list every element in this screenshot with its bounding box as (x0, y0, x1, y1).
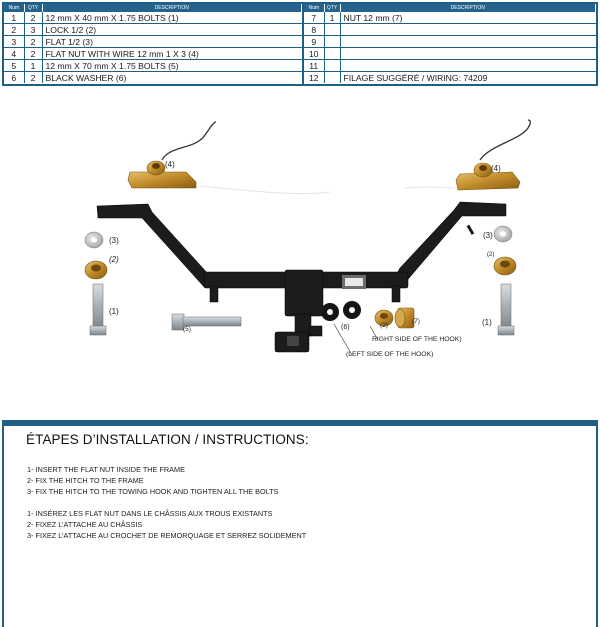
table-row: 12 FILAGE SUGGÉRÉ / WIRING: 74209 (304, 71, 596, 83)
label-bolt-left: (1) (109, 307, 119, 316)
label-bolt-right: (1) (482, 318, 492, 327)
qty-cell (324, 23, 341, 36)
flat-nut-right (455, 162, 521, 191)
num-cell: 10 (304, 47, 325, 60)
qty-cell (324, 47, 341, 60)
hitch-illustration (84, 119, 531, 356)
num-cell: 9 (304, 35, 325, 48)
table-header-row: Num QTY DESCRIPTION (4, 4, 302, 12)
flat-nut-left (127, 160, 197, 189)
num-cell: 5 (4, 59, 25, 72)
header-description: DESCRIPTION (42, 4, 302, 12)
label-flat-nut-right: (4) (491, 164, 501, 173)
header-qty: QTY (324, 4, 341, 12)
qty-cell: 2 (24, 47, 43, 60)
description-cell: 12 mm X 70 mm X 1.75 BOLTS (5) (42, 59, 302, 72)
description-cell: FLAT 1/2 (3) (42, 35, 302, 48)
table-header-row: Num QTY DESCRIPTION (304, 4, 596, 12)
num-cell: 11 (304, 59, 325, 72)
label-right-side: RIGHT SIDE OF THE HOOK) (372, 336, 462, 343)
label-flat-nut-left: (4) (165, 160, 175, 169)
table-row: 11 (304, 59, 596, 72)
description-cell: FLAT NUT WITH WIRE 12 mm 1 X 3 (4) (42, 47, 302, 60)
num-cell: 1 (4, 12, 25, 24)
qty-cell: 2 (24, 12, 43, 24)
num-cell: 2 (4, 23, 25, 36)
qty-cell: 3 (24, 23, 43, 36)
num-cell: 4 (4, 47, 25, 60)
hitch-frame (96, 201, 507, 353)
step-fr-3: 3- FIXEZ L’ATTACHE AU CROCHET DE REMORQU… (27, 531, 307, 540)
bolt-left (89, 283, 107, 336)
hitch-diagram: (4) (4) (3) (3) (2) (2) (1) (1) (5) (6) … (0, 100, 600, 400)
table-row: 10 (304, 47, 596, 60)
qty-cell: 2 (24, 35, 43, 48)
label-lock-right: (2) (487, 252, 495, 258)
qty-cell (324, 59, 341, 72)
description-cell (340, 23, 596, 36)
label-lock-center: (2) (380, 322, 388, 329)
label-left-side: (LEFT SIDE OF THE HOOK) (346, 351, 434, 358)
description-cell: 12 mm X 40 mm X 1.75 BOLTS (1) (42, 12, 302, 24)
table-row: 9 (304, 35, 596, 48)
wire-left (161, 121, 217, 161)
description-cell (340, 59, 596, 72)
header-description: DESCRIPTION (340, 4, 596, 12)
nut (394, 307, 415, 329)
step-en-3: 3- FIX THE HITCH TO THE TOWING HOOK AND … (27, 487, 279, 496)
step-en-2: 2- FIX THE HITCH TO THE FRAME (27, 476, 144, 485)
instructions-title: ÉTAPES D’INSTALLATION / INSTRUCTIONS: (26, 432, 309, 447)
num-cell: 12 (304, 71, 325, 83)
description-cell (340, 35, 596, 48)
label-nut: (7) (412, 318, 420, 325)
label-long-bolt: (5) (183, 326, 191, 333)
label-washer-right: (3) (483, 231, 493, 240)
qty-cell (324, 35, 341, 48)
step-en-1: 1- INSERT THE FLAT NUT INSIDE THE FRAME (27, 465, 185, 474)
instructions-top-bar (4, 422, 596, 426)
bolt-right (497, 283, 515, 336)
step-fr-2: 2- FIXEZ L’ATTACHE AU CHÂSSIS (27, 520, 143, 529)
qty-cell: 1 (24, 59, 43, 72)
description-cell: FILAGE SUGGÉRÉ / WIRING: 74209 (343, 72, 488, 83)
header-num: Num (304, 4, 325, 12)
num-cell: 7 (304, 12, 325, 24)
table-row: 8 (304, 23, 596, 36)
label-washer-left: (3) (109, 236, 119, 245)
description-cell: NUT 12 mm (7) (340, 12, 596, 24)
long-bolt (171, 313, 242, 331)
description-cell: LOCK 1/2 (2) (42, 23, 302, 36)
label-lock-left: (2) (109, 255, 119, 264)
header-qty: QTY (24, 4, 43, 12)
instructions-panel: ÉTAPES D’INSTALLATION / INSTRUCTIONS: 1-… (2, 420, 598, 627)
qty-cell: 2 (24, 71, 43, 83)
qty-cell (324, 71, 341, 83)
qty-cell: 1 (324, 12, 341, 24)
num-cell: 3 (4, 35, 25, 48)
wire-right (479, 119, 531, 161)
instructions-steps: 1- INSERT THE FLAT NUT INSIDE THE FRAME … (27, 464, 596, 541)
num-cell: 6 (4, 71, 25, 83)
description-cell: BLACK WASHER (6) (45, 72, 127, 83)
step-fr-1: 1- INSÉREZ LES FLAT NUT DANS LE CHÂSSIS … (27, 509, 273, 518)
num-cell: 8 (304, 23, 325, 36)
label-black-washer: (6) (341, 324, 350, 331)
header-num: Num (4, 4, 25, 12)
description-cell (340, 47, 596, 60)
